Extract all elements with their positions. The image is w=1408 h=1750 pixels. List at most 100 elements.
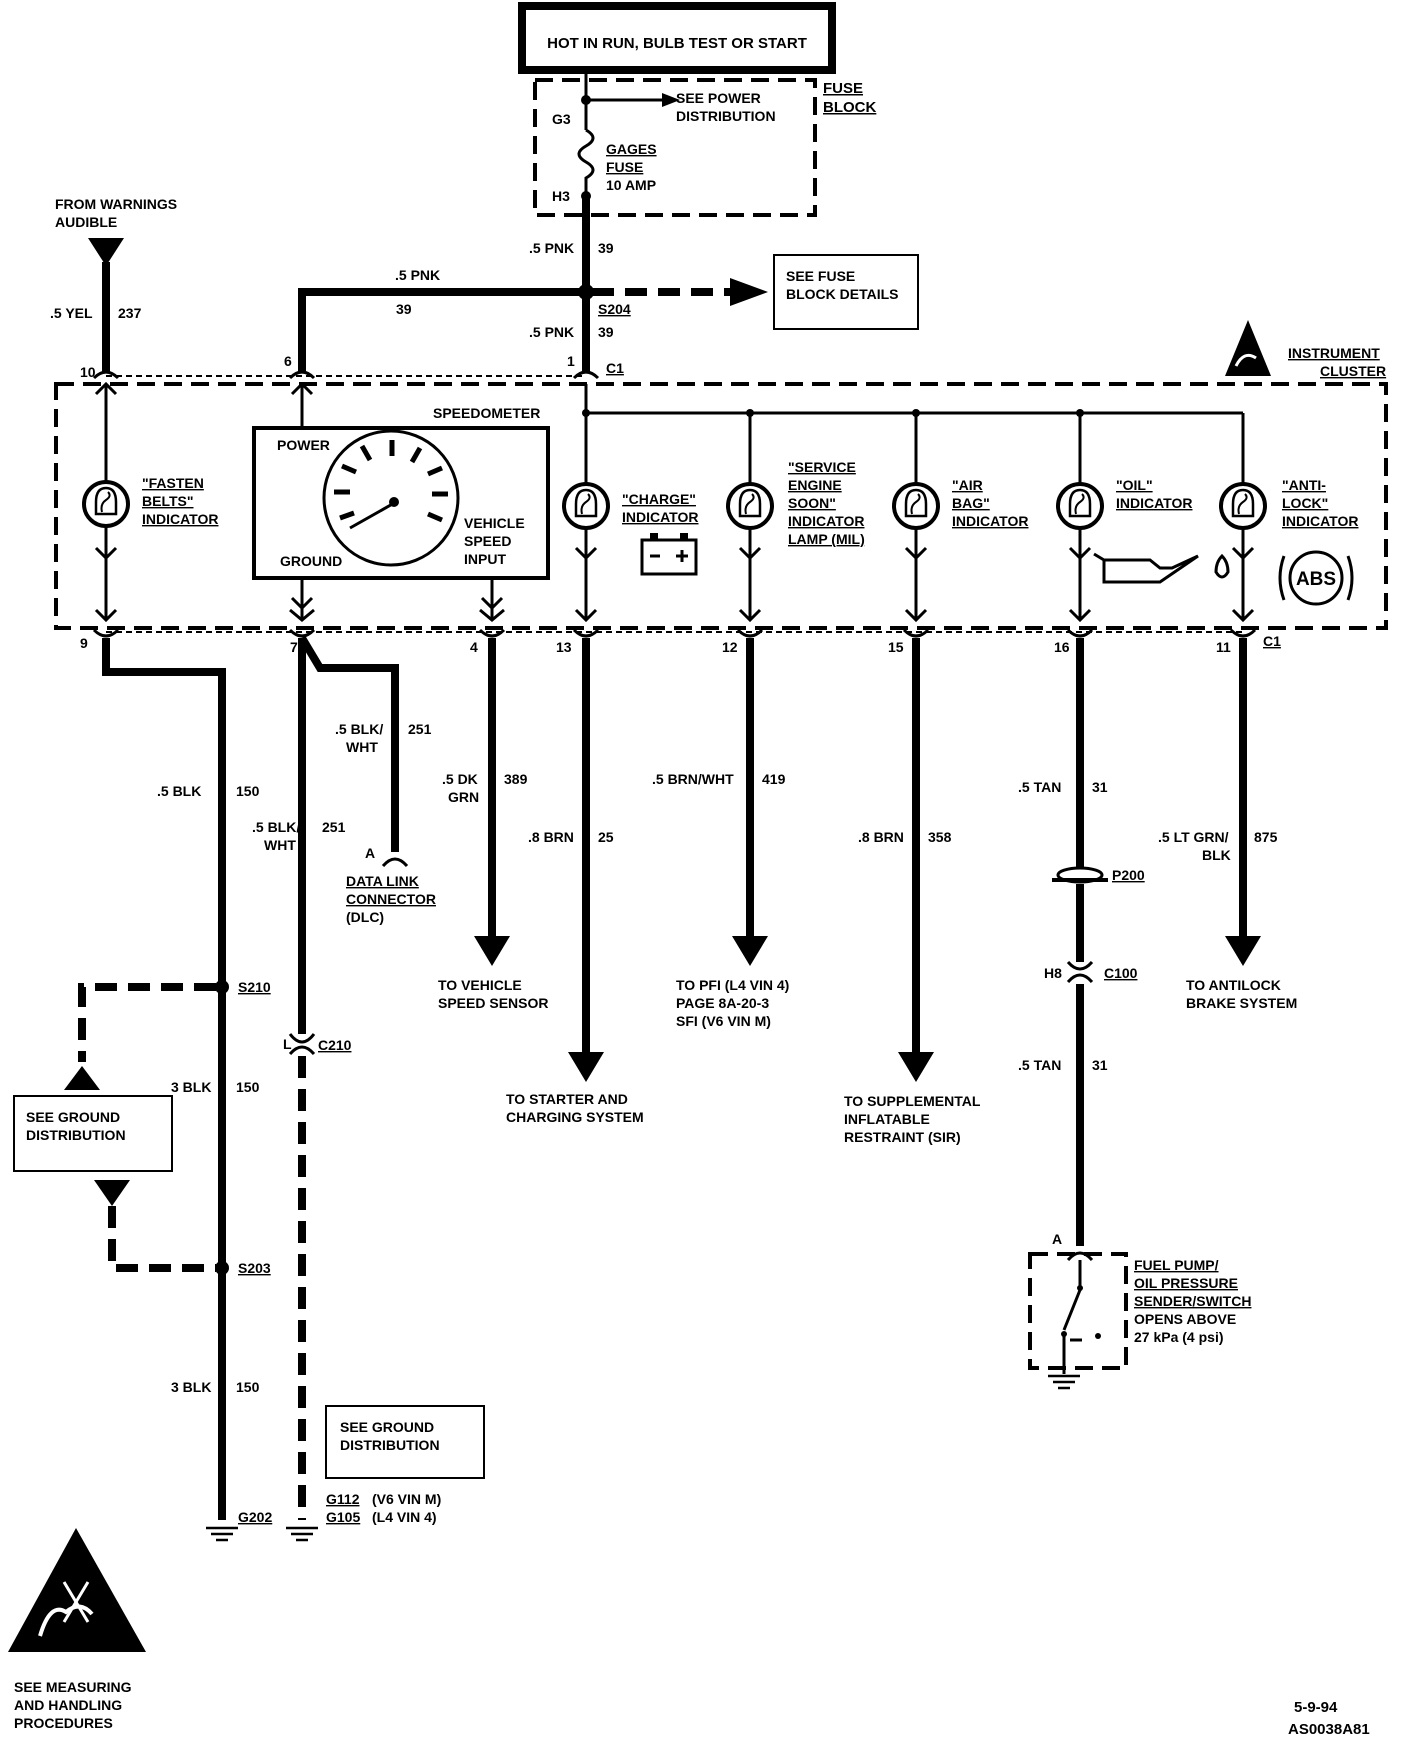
bulb-icon: [1056, 482, 1104, 530]
diagram-code: AS0038A81: [1288, 1721, 1370, 1738]
dlc-label-2: CONNECTOR: [346, 891, 436, 907]
wire-number: 150: [236, 1079, 260, 1095]
warnings-arrow-icon: [88, 238, 124, 266]
oil-label-2: INDICATOR: [1116, 495, 1192, 511]
arrow-down-icon: [568, 1052, 604, 1082]
fuse-details-box: [773, 254, 919, 330]
wire-number: 150: [236, 1379, 260, 1395]
power-source-box: HOT IN RUN, BULB TEST OR START: [518, 2, 836, 74]
ground-g112-note: (V6 VIN M): [372, 1491, 441, 1507]
dest-pfi-label-3: SFI (V6 VIN M): [676, 1013, 771, 1029]
p200-label: P200: [1112, 867, 1145, 883]
wire-number: 31: [1092, 779, 1108, 795]
speedometer-power-label: POWER: [277, 437, 330, 453]
dest-starter-label-1: TO STARTER AND: [506, 1091, 628, 1107]
arrow-down-icon: [474, 936, 510, 966]
cluster-label-2: CLUSTER: [1320, 363, 1386, 379]
dest-pfi-label-2: PAGE 8A-20-3: [676, 995, 769, 1011]
oil-indicator: "OIL" INDICATOR: [1056, 413, 1230, 623]
anti-lock-indicator: "ANTI- LOCK" INDICATOR ABS: [1219, 413, 1358, 623]
dest-pfi-label-1: TO PFI (L4 VIN 4): [676, 977, 789, 993]
diagram-date: 5-9-94: [1294, 1699, 1338, 1716]
wire-blk-150: [102, 638, 226, 1520]
ground-dist-right-box: [325, 1405, 485, 1479]
fuel-pump-label-2: OIL PRESSURE: [1134, 1275, 1238, 1291]
dest-sir-label-3: RESTRAINT (SIR): [844, 1129, 961, 1145]
wire-label: .5 BRN/WHT: [652, 771, 734, 787]
gauge-dial-icon: [322, 429, 460, 567]
arrow-down-icon: [1225, 936, 1261, 966]
abs-icon: ABS: [1278, 550, 1354, 606]
wire-number: 358: [928, 829, 952, 845]
wire-number: 39: [598, 324, 614, 340]
wire-label: .5 PNK: [529, 240, 574, 256]
ground-g105-note: (L4 VIN 4): [372, 1509, 437, 1525]
fuse-block-label-1: FUSE: [823, 80, 863, 97]
esd-sensitive-icon: [1225, 320, 1271, 376]
dlc-label-1: DATA LINK: [346, 873, 419, 889]
ground-g105: G105: [326, 1509, 360, 1525]
ground-dist-left-label-2: DISTRIBUTION: [26, 1127, 126, 1143]
wire-number: 251: [322, 819, 346, 835]
splice-s210-label: S210: [238, 979, 271, 995]
dest-abs-label-1: TO ANTILOCK: [1186, 977, 1281, 993]
fuse-block-label-2: BLOCK: [823, 99, 876, 116]
see-power-arrow-icon: [662, 93, 680, 107]
ground-icon: [204, 1526, 240, 1542]
wire-label: .5 TAN: [1018, 779, 1061, 795]
splice-s210: [215, 980, 229, 994]
ground-icon: [284, 1526, 320, 1542]
gages-fuse-rating: 10 AMP: [606, 177, 656, 193]
see-power-label-1: SEE POWER: [676, 90, 761, 106]
p200-connector-icon: [1052, 866, 1108, 884]
gages-fuse-icon: [577, 128, 595, 196]
ground-dist-up-arrow-icon: [64, 1066, 100, 1090]
pin-6: 6: [284, 353, 292, 369]
esd-handling-icon: [8, 1528, 146, 1652]
bulb-icon: [82, 480, 130, 528]
ses-label-1: "SERVICE: [788, 459, 856, 475]
air-bag-label-2: BAG": [952, 495, 990, 511]
power-source-label: HOT IN RUN, BULB TEST OR START: [547, 35, 807, 52]
wire-label: .5 YEL: [50, 305, 93, 321]
wire-number: 150: [236, 783, 260, 799]
oil-label-1: "OIL": [1116, 477, 1153, 493]
fuel-pump-pin: A: [1052, 1231, 1062, 1247]
air-bag-indicator: "AIR BAG" INDICATOR: [892, 413, 1028, 623]
wire-number: 875: [1254, 829, 1278, 845]
wire-number: 31: [1092, 1057, 1108, 1073]
fuse-details-label-1: SEE FUSE: [786, 268, 855, 284]
pin-16: 16: [1054, 639, 1070, 655]
warnings-label-1: FROM WARNINGS: [55, 196, 177, 212]
ground-dist-right-label-1: SEE GROUND: [340, 1419, 434, 1435]
fuse-details-label-2: BLOCK DETAILS: [786, 286, 899, 302]
fasten-belts-label-3: INDICATOR: [142, 511, 218, 527]
connector-c1-top: C1: [606, 360, 624, 376]
ground-dist-left-label-1: SEE GROUND: [26, 1109, 120, 1125]
wire-label: .5 PNK: [395, 267, 440, 283]
fuse-pin-g3: G3: [552, 111, 571, 127]
wire-label: 3 BLK: [171, 1379, 211, 1395]
wire-label: WHT: [346, 739, 378, 755]
wire-label: .5 BLK: [157, 783, 201, 799]
pin-10: 10: [80, 364, 96, 380]
abs-symbol-text: ABS: [1296, 569, 1336, 590]
air-bag-label-1: "AIR: [952, 477, 983, 493]
wire-number: 237: [118, 305, 142, 321]
charge-label-2: INDICATOR: [622, 509, 698, 525]
pin-7: 7: [290, 639, 298, 655]
esd-label-1: SEE MEASURING: [14, 1679, 132, 1695]
fasten-belts-label-2: BELTS": [142, 493, 194, 509]
fuse-block: FUSE BLOCK G3 H3 SEE POWER DISTRIBUTION …: [533, 70, 876, 217]
ses-label-2: ENGINE: [788, 477, 842, 493]
bulb-icon: [892, 482, 940, 530]
oil-can-icon: [1093, 552, 1230, 584]
warnings-label-2: AUDIBLE: [55, 214, 117, 230]
wire-number: 25: [598, 829, 614, 845]
speedometer-ground-label: GROUND: [280, 553, 342, 569]
wire-number: 251: [408, 721, 432, 737]
esd-label-2: AND HANDLING: [14, 1697, 122, 1713]
wire-number: 419: [762, 771, 786, 787]
ground-dist-right-label-2: DISTRIBUTION: [340, 1437, 440, 1453]
